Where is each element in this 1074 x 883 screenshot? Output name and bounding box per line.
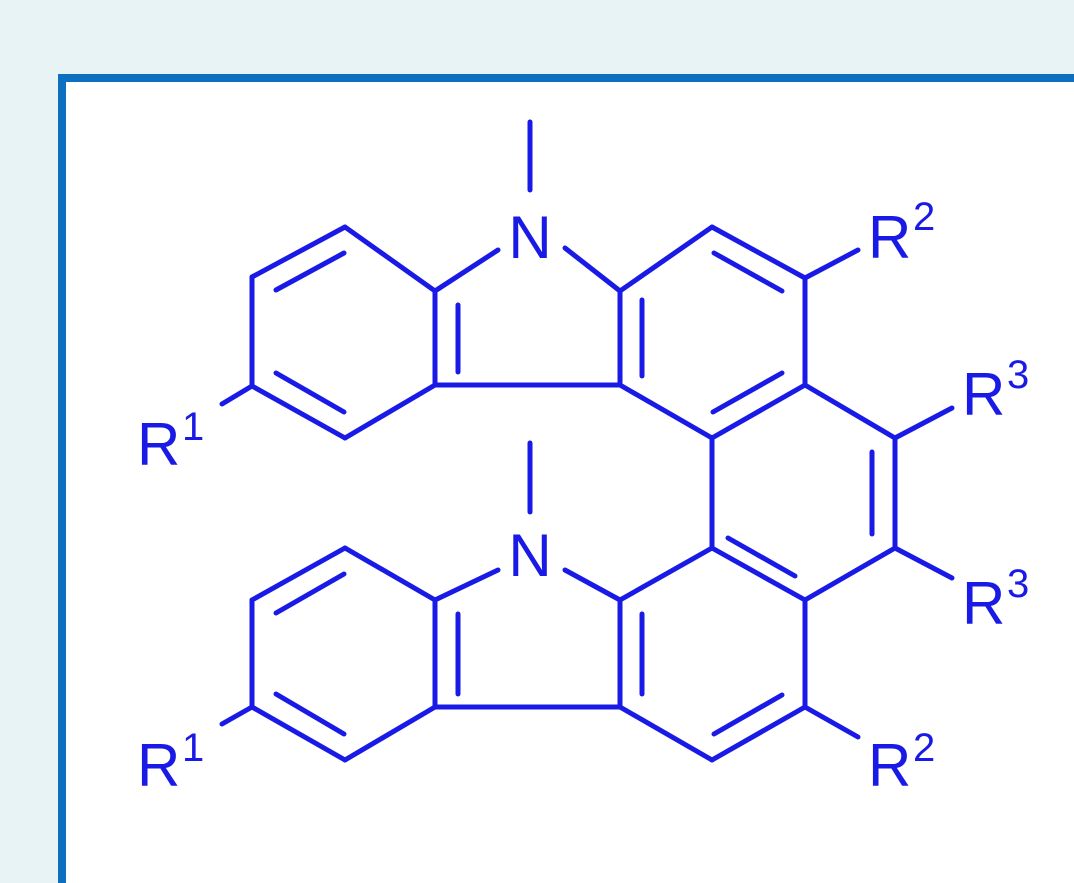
svg-text:R: R <box>962 361 1005 428</box>
bond <box>432 247 501 294</box>
label-r3-upper: R 3 <box>962 353 1029 428</box>
svg-text:R: R <box>962 570 1005 637</box>
bond <box>802 545 898 603</box>
bond <box>342 704 438 763</box>
svg-text:R: R <box>137 732 180 799</box>
svg-text:1: 1 <box>182 405 204 449</box>
svg-text:R: R <box>868 204 911 271</box>
atom-n-bottom: N <box>508 522 551 589</box>
bond <box>709 545 808 603</box>
bond-r3-lower <box>892 545 955 581</box>
bond <box>249 224 348 280</box>
svg-text:2: 2 <box>913 195 935 239</box>
bond <box>342 224 438 294</box>
bond-r2-bottom <box>802 704 861 740</box>
bond <box>249 704 348 763</box>
bonds <box>219 119 955 763</box>
bond-double-inner <box>273 370 347 415</box>
svg-text:3: 3 <box>1007 353 1029 397</box>
atom-labels: N N R 1 R 1 R 2 R 2 R 3 R <box>137 195 1029 799</box>
svg-text:3: 3 <box>1007 562 1029 606</box>
bond <box>342 382 438 441</box>
label-r1-top: R 1 <box>137 405 204 478</box>
label-r2-bottom: R 2 <box>868 726 935 799</box>
bond <box>342 545 438 603</box>
bond <box>432 567 501 603</box>
figure-panel <box>58 74 1074 883</box>
label-r2-top: R 2 <box>868 195 935 271</box>
bond-r1-bottom <box>219 704 255 727</box>
bond-double-inner <box>710 370 785 415</box>
svg-text:R: R <box>868 732 911 799</box>
bond-r2-top <box>802 247 861 281</box>
label-r3-lower: R 3 <box>962 562 1029 637</box>
bond-double-inner <box>273 250 347 293</box>
bond <box>249 383 348 441</box>
bond <box>709 224 808 281</box>
bond-double-inner <box>711 250 785 294</box>
bond <box>562 567 623 603</box>
bond <box>617 704 715 763</box>
bond <box>562 245 623 294</box>
bond-double-inner <box>273 571 347 616</box>
bond <box>249 545 348 603</box>
bond-r1-top <box>219 383 255 407</box>
svg-text:R: R <box>137 411 180 478</box>
bond <box>709 382 808 441</box>
bond <box>617 224 715 294</box>
bond-double-inner <box>711 692 785 737</box>
svg-text:2: 2 <box>913 726 935 770</box>
bond-r3-upper <box>892 405 955 441</box>
bond <box>617 382 715 441</box>
bond <box>617 545 715 603</box>
atom-n-top: N <box>508 204 551 271</box>
svg-text:1: 1 <box>182 726 204 770</box>
bond <box>802 382 898 441</box>
bond-double-inner <box>725 535 798 579</box>
bond-double-inner <box>273 691 347 737</box>
bond <box>709 704 808 763</box>
label-r1-bottom: R 1 <box>137 726 204 799</box>
